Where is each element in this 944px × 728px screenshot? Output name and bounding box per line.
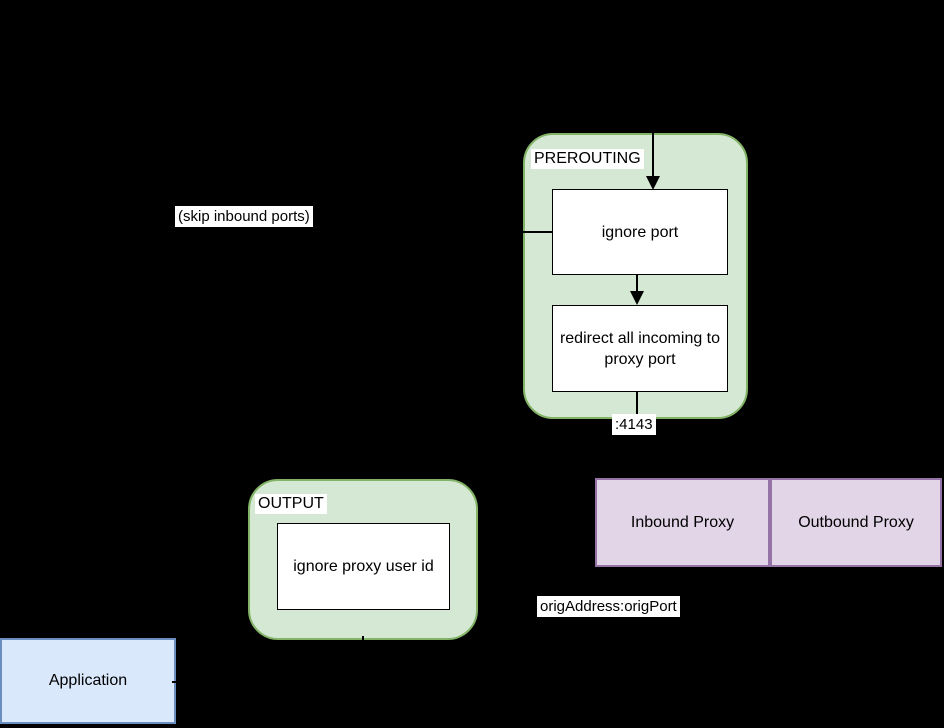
application-label: Application: [48, 672, 128, 689]
node-redirect-label: redirect all incoming to proxy port: [559, 329, 721, 368]
arrowhead-into-redirect: [630, 291, 644, 305]
node-ignore-proxy-user-id-label: ignore proxy user id: [293, 558, 434, 575]
node-ignore-port: ignore port: [552, 189, 728, 275]
edge-label-skip-inbound-ports: (skip inbound ports): [175, 206, 313, 227]
edge-output-bottom-stub: [362, 636, 364, 660]
application-box: Application: [0, 638, 176, 724]
outbound-proxy-box: Outbound Proxy: [770, 478, 942, 567]
output-title: OUTPUT: [255, 494, 327, 514]
edge-ignore-port-to-redirect: [636, 275, 638, 292]
edge-label-proxy-port: :4143: [612, 414, 656, 435]
node-ignore-proxy-user-id: ignore proxy user id: [277, 523, 450, 610]
arrowhead-into-application: [66, 624, 80, 638]
node-ignore-port-label: ignore port: [601, 223, 679, 241]
prerouting-title: PREROUTING: [531, 149, 644, 169]
arrowhead-into-inbound-proxy: [630, 464, 644, 478]
node-redirect-to-proxy-port: redirect all incoming to proxy port: [552, 305, 728, 392]
edge-incoming-to-ignore-port: [652, 0, 654, 177]
edge-skip-inbound-ports: [176, 231, 552, 233]
edge-label-orig-destination: origAddress:origPort: [537, 596, 680, 617]
inbound-proxy-label: Inbound Proxy: [630, 513, 735, 531]
inbound-proxy-box: Inbound Proxy: [595, 478, 770, 567]
edge-to-application: [72, 560, 74, 624]
outbound-proxy-label: Outbound Proxy: [798, 513, 914, 531]
arrowhead-into-ignore-port: [646, 176, 660, 190]
edge-application-right-stub: [172, 681, 198, 683]
